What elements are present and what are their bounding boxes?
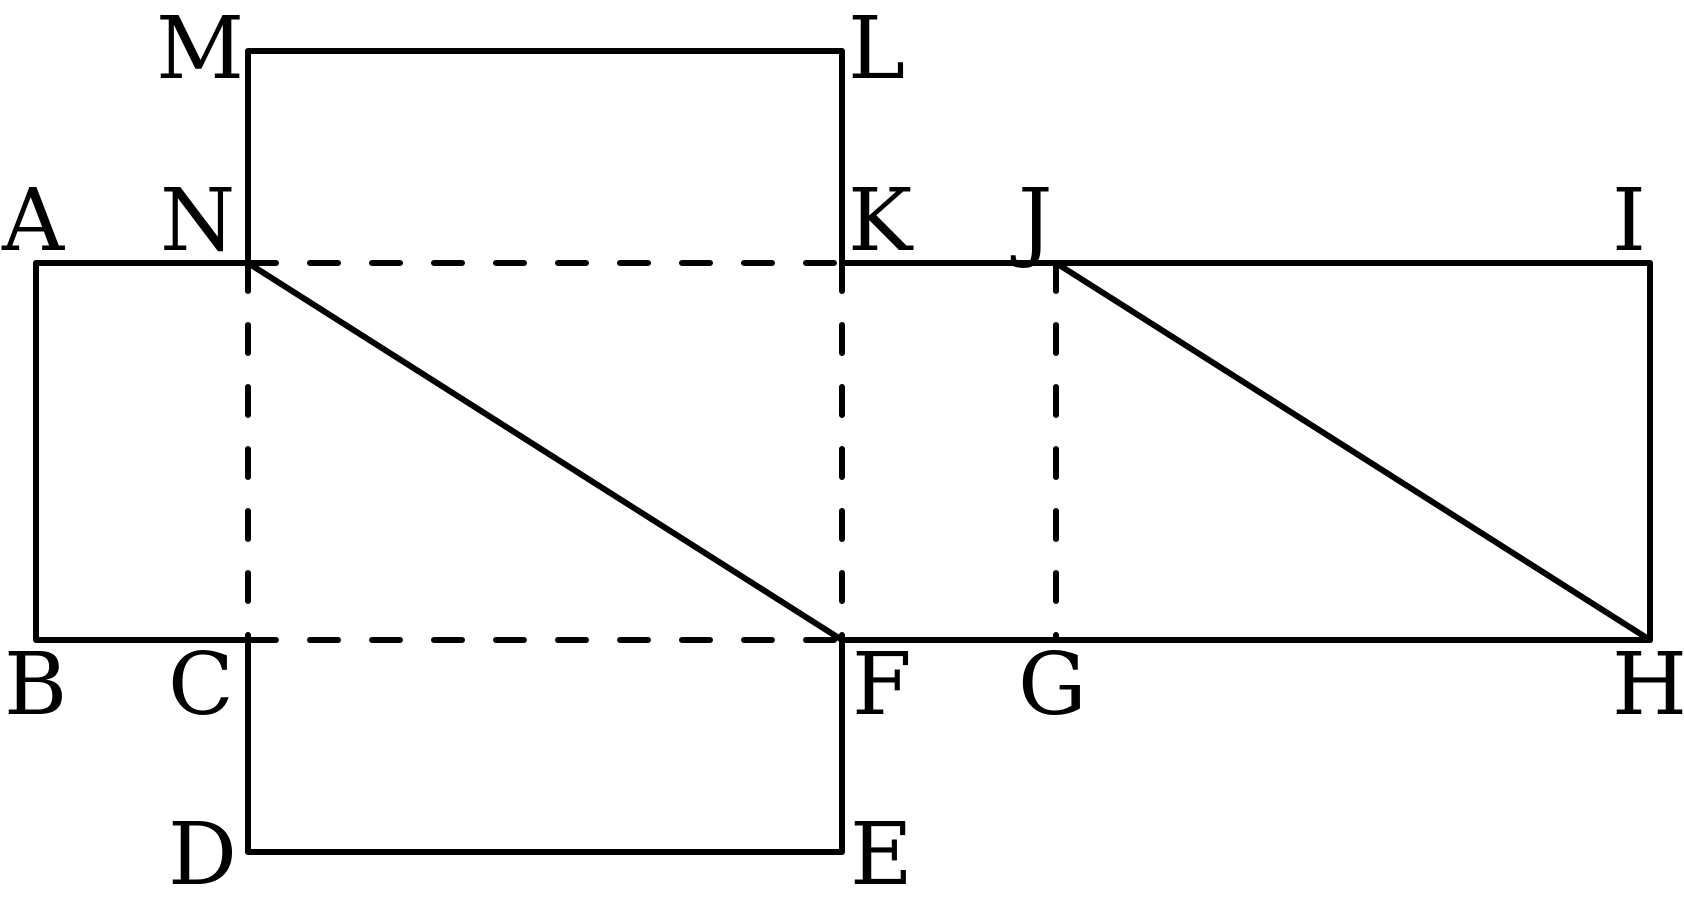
label-b: B: [4, 635, 67, 735]
label-e: E: [850, 805, 913, 905]
edge-n-a-b-c: [33, 260, 251, 643]
dashed-edges: [245, 260, 1059, 643]
diagonal-n-f: [245, 260, 845, 643]
edge-n-m-l-k: [245, 48, 845, 266]
label-g: G: [1018, 635, 1087, 735]
label-i: I: [1612, 171, 1646, 271]
label-d: D: [168, 805, 237, 905]
label-m: M: [156, 0, 244, 99]
label-n: N: [160, 171, 235, 271]
edge-c-d-e-f: [245, 637, 845, 855]
label-f: F: [852, 635, 912, 735]
solid-edges: [33, 48, 1653, 855]
label-a: A: [1, 171, 65, 271]
diagonal-j-h: [1053, 260, 1653, 643]
label-c: C: [168, 635, 234, 735]
edge-k-i-h-f: [839, 260, 1653, 643]
label-h: H: [1612, 635, 1684, 735]
label-l: L: [848, 0, 905, 99]
label-k: K: [848, 171, 914, 271]
label-j: J: [1010, 171, 1052, 271]
